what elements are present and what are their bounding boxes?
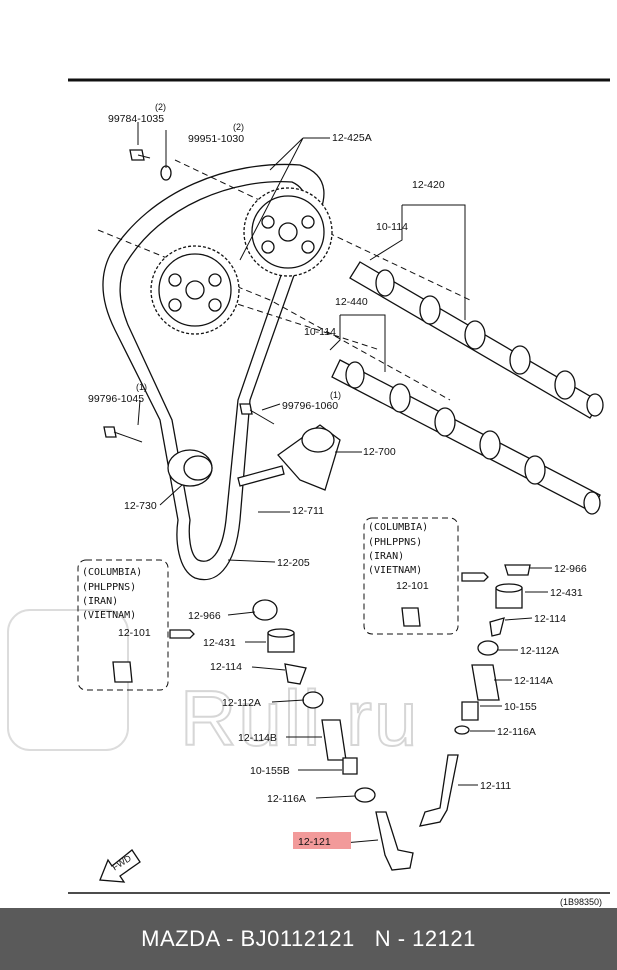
bolt-99784 — [129, 149, 151, 161]
region-right-line-4: (VIETNAM) — [368, 565, 422, 576]
label-12431-a: 12-431 — [203, 637, 236, 649]
label-12431-b: 12-431 — [550, 587, 583, 599]
valve-train-right — [419, 564, 531, 827]
arrow-left-box — [169, 629, 195, 639]
fwd-arrow: FWD — [99, 849, 141, 883]
cam-sprocket-left — [150, 245, 240, 335]
label-12116A-b: 12-116A — [497, 726, 536, 738]
region-left-line-4: (VIETNAM) — [82, 610, 136, 621]
region-box-left: (COLUMBIA) (PHLPPNS) (IRAN) (VIETNAM) — [77, 559, 169, 691]
label-12111: 12-111 — [480, 780, 511, 792]
region-right-line-3: (IRAN) — [368, 551, 404, 562]
label-12112A-b: 12-112A — [520, 645, 559, 657]
label-12205: 12-205 — [277, 557, 310, 569]
footer-part-id: MAZDA - BJ0112121 — [141, 926, 355, 951]
footer-bar: MAZDA - BJ0112121 N - 12121 — [0, 908, 617, 970]
label-12116A-a: 12-116A — [267, 793, 306, 805]
label-12112A-a: 12-112A — [222, 697, 261, 709]
highlight-12121 — [293, 832, 351, 849]
bolt-99796-1060 — [239, 403, 275, 425]
label-10155: 10-155 — [504, 701, 537, 713]
camshaft-upper — [349, 261, 604, 419]
label-12420: 12-420 — [412, 179, 445, 191]
region-box-right: (COLUMBIA) (PHLPPNS) (IRAN) (VIETNAM) — [363, 517, 459, 635]
label-12114B: 12-114B — [238, 732, 277, 744]
label-12966-a: 12-966 — [188, 610, 221, 622]
washer-99951 — [160, 165, 172, 181]
parts-diagram: Ruli.ru — [7, 78, 610, 907]
label-10114-b: 10-114 — [304, 326, 336, 338]
footer-part-number: N - 12121 — [374, 926, 476, 951]
label-12711: 12-711 — [292, 505, 324, 517]
valve-train-left — [252, 599, 414, 871]
label-99784: 99784-1035 — [108, 113, 164, 125]
label-12730: 12-730 — [124, 500, 157, 512]
region-left-line-1: (COLUMBIA) — [82, 567, 142, 578]
label-12121: 12-121 — [298, 836, 331, 848]
label-12440: 12-440 — [335, 296, 368, 308]
label-99951-qty: (2) — [233, 122, 244, 132]
watermark-text: Ruli.ru — [180, 674, 419, 762]
idler-pulley-12730 — [167, 449, 213, 487]
spring-12711 — [237, 465, 285, 487]
label-99784-qty: (2) — [155, 102, 166, 112]
label-12966-b: 12-966 — [554, 563, 587, 575]
label-12114-b: 12-114 — [534, 613, 566, 625]
label-99796-1045-qty: (1) — [136, 382, 147, 392]
cam-sprocket-right — [243, 187, 333, 277]
label-10155B: 10-155B — [250, 765, 290, 777]
label-12114A: 12-114A — [514, 675, 553, 687]
label-12425A: 12-425A — [332, 132, 372, 144]
region-right-line-1: (COLUMBIA) — [368, 522, 428, 533]
label-10114-a: 10-114 — [376, 221, 408, 233]
label-99796-1060: 99796-1060 — [282, 400, 338, 412]
label-12101-b: 12-101 — [396, 580, 429, 592]
leader-lines — [137, 122, 552, 844]
camshaft-lower — [331, 359, 601, 515]
bolt-99796-1045 — [103, 426, 143, 443]
label-12114-a: 12-114 — [210, 661, 242, 673]
label-99796-1060-qty: (1) — [330, 390, 341, 400]
region-left-line-3: (IRAN) — [82, 596, 118, 607]
region-right-line-2: (PHLPPNS) — [368, 537, 422, 548]
label-12700: 12-700 — [363, 446, 396, 458]
region-left-line-2: (PHLPPNS) — [82, 582, 136, 593]
tensioner-12700 — [277, 424, 341, 491]
part-labels: (2) 99784-1035 (2) 99951-1030 12-425A 12… — [88, 102, 587, 848]
diagram-code: (1B98350) — [560, 897, 602, 907]
label-99951: 99951-1030 — [188, 133, 244, 145]
arrow-right-box — [461, 572, 489, 582]
label-12101-a: 12-101 — [118, 627, 151, 639]
label-99796-1045: 99796-1045 — [88, 393, 144, 405]
watermark: Ruli.ru — [7, 609, 419, 763]
